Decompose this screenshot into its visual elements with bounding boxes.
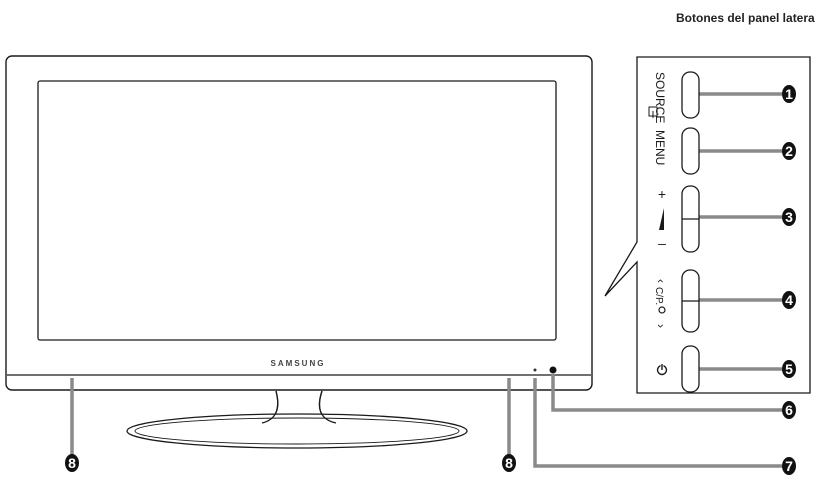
menu-button[interactable] — [681, 127, 700, 175]
side-panel-box — [604, 56, 811, 394]
menu-label: MENU — [653, 130, 667, 165]
svg-text:8: 8 — [68, 455, 76, 471]
channel-up-chevron-icon: ‹ — [654, 279, 668, 283]
channel-power-icon — [658, 306, 666, 314]
volume-minus-label: – — [658, 235, 666, 251]
callout-badges: 1 2 3 4 5 6 7 — [65, 85, 796, 475]
panel-title: Botones del panel latera — [676, 11, 815, 25]
callout-4: 4 — [782, 291, 796, 309]
stand-base-inner — [134, 417, 460, 445]
source-input-icon — [648, 106, 658, 118]
callout-5: 5 — [782, 360, 796, 378]
led-indicator — [533, 368, 537, 372]
remote-sensor — [549, 366, 557, 374]
power-icon — [656, 364, 668, 376]
callout-7: 7 — [782, 457, 796, 475]
svg-text:6: 6 — [785, 402, 793, 418]
tv-screen — [37, 80, 557, 341]
channel-down-chevron-icon: › — [654, 324, 668, 328]
volume-wedge-icon — [659, 208, 664, 230]
svg-text:5: 5 — [785, 361, 793, 377]
source-button[interactable] — [681, 71, 700, 119]
power-button[interactable] — [681, 345, 700, 393]
stand-base — [126, 413, 468, 449]
volume-plus-label: + — [658, 186, 666, 202]
callout-3: 3 — [782, 208, 796, 226]
svg-text:4: 4 — [785, 292, 793, 308]
svg-text:3: 3 — [785, 209, 793, 225]
svg-text:8: 8 — [505, 455, 513, 471]
callout-2: 2 — [782, 142, 796, 160]
brand-logo: SAMSUNG — [271, 359, 326, 368]
callout-8-left: 8 — [65, 454, 79, 472]
svg-text:1: 1 — [785, 86, 793, 102]
callout-8-right: 8 — [502, 454, 516, 472]
svg-text:2: 2 — [785, 143, 793, 159]
channel-label: C/P. — [653, 287, 664, 305]
svg-text:7: 7 — [785, 458, 793, 474]
leader-lines — [70, 92, 782, 468]
callout-1: 1 — [782, 85, 796, 103]
callout-6: 6 — [782, 401, 796, 419]
